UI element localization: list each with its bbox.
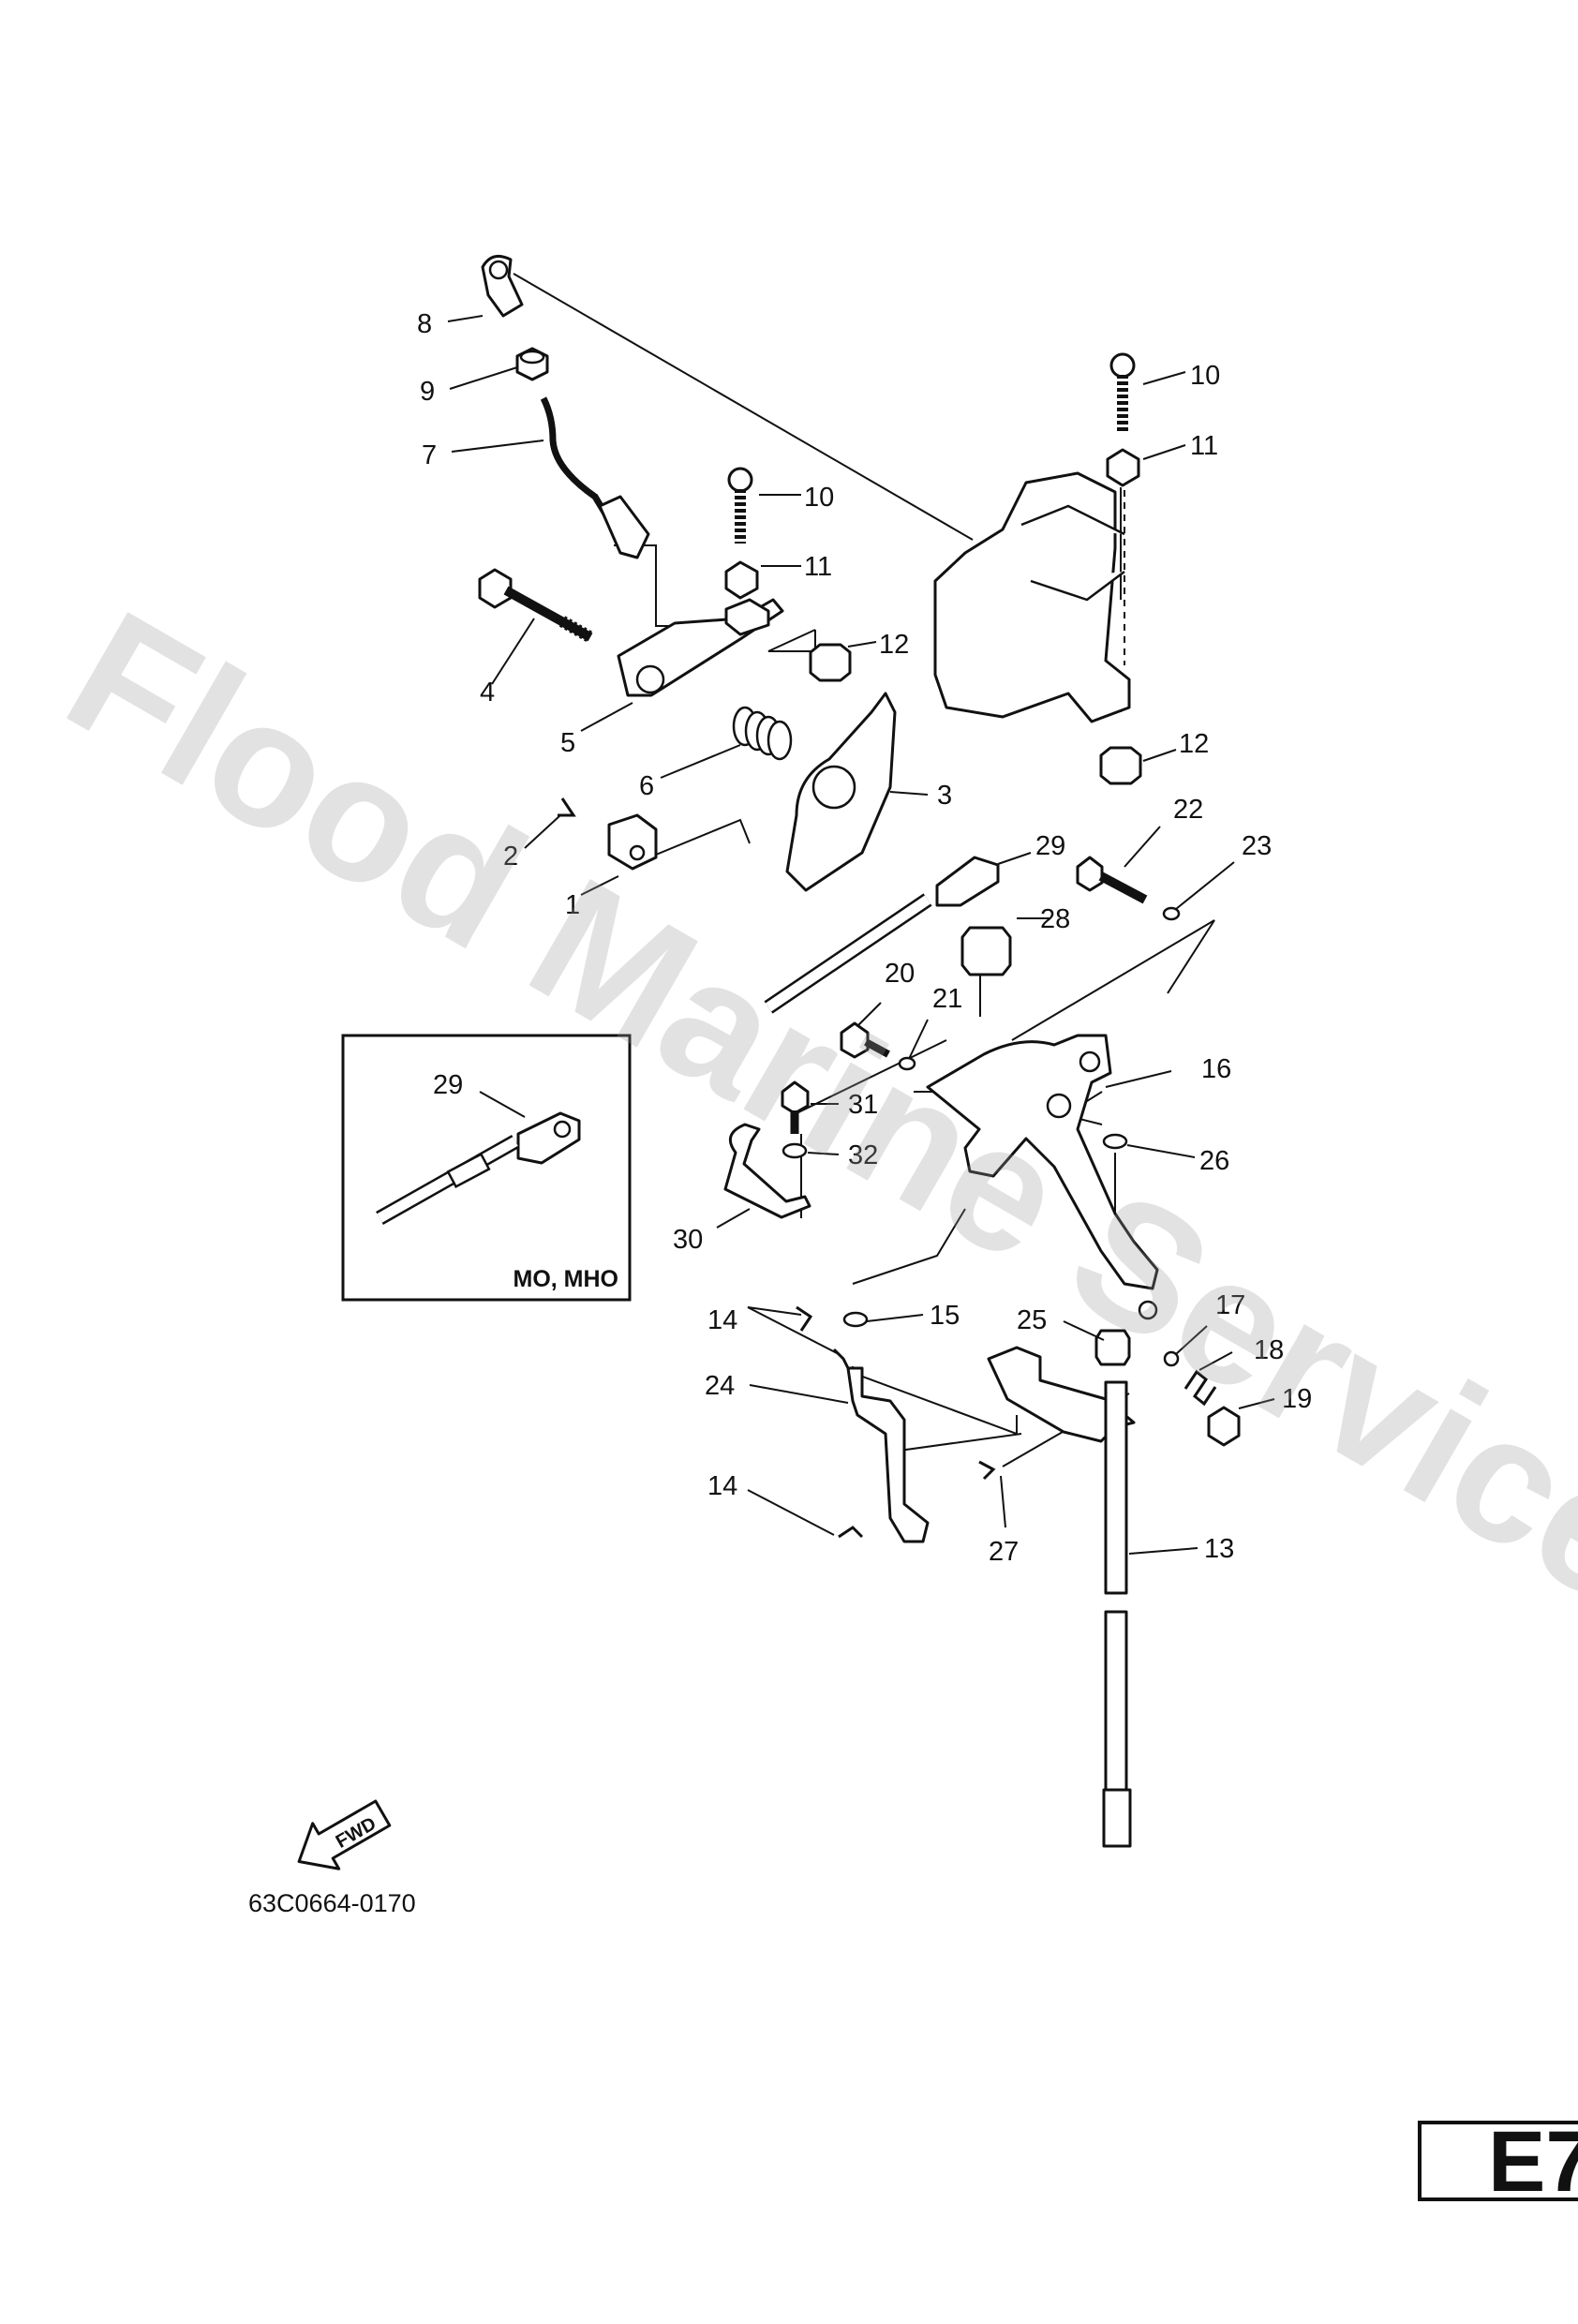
callout-14: 14 <box>707 1305 737 1335</box>
callout-27: 27 <box>989 1537 1019 1567</box>
callout-10: 10 <box>1190 361 1220 391</box>
callout-32: 32 <box>848 1140 878 1170</box>
callout-4: 4 <box>480 678 495 708</box>
callout-17: 17 <box>1215 1290 1245 1320</box>
callout-26: 26 <box>1199 1146 1229 1176</box>
callout-22: 22 <box>1173 795 1203 825</box>
callout-11: 11 <box>804 552 832 582</box>
callout-5: 5 <box>560 728 575 758</box>
page-tag-label: E7 <box>1488 2114 1578 2210</box>
inset-box: 29 MO, MHO <box>341 1034 632 1302</box>
callout-29: 29 <box>433 1070 463 1100</box>
callout-labels: 8 9 7 10 11 10 11 12 12 4 5 6 3 2 1 22 2… <box>417 309 1312 1567</box>
callout-6: 6 <box>639 771 654 801</box>
callout-10: 10 <box>804 483 834 513</box>
parts <box>478 254 1241 1848</box>
callout-12: 12 <box>1179 729 1209 759</box>
page-tag: E7 <box>1418 2114 1578 2210</box>
callout-30: 30 <box>673 1225 703 1255</box>
watermark: Flood Marine Services <box>37 574 1578 1691</box>
callout-2: 2 <box>503 842 518 872</box>
inset-variant-label: MO, MHO <box>514 1266 619 1292</box>
callout-16: 16 <box>1201 1054 1231 1084</box>
callout-7: 7 <box>422 440 437 470</box>
callout-13: 13 <box>1204 1534 1234 1564</box>
callout-14: 14 <box>707 1471 737 1501</box>
callout-19: 19 <box>1282 1384 1312 1414</box>
drawing-code: 63C0664-0170 <box>248 1889 416 1917</box>
callout-8: 8 <box>417 309 432 339</box>
callout-25: 25 <box>1017 1305 1047 1335</box>
callout-21: 21 <box>932 984 962 1014</box>
callout-31: 31 <box>848 1090 878 1120</box>
callout-3: 3 <box>937 781 952 811</box>
fwd-arrow: FWD <box>297 1799 392 1870</box>
callout-11: 11 <box>1190 431 1218 461</box>
callout-9: 9 <box>420 377 435 407</box>
callout-leaders <box>447 315 1275 1555</box>
callout-20: 20 <box>885 959 915 989</box>
callout-15: 15 <box>930 1301 960 1331</box>
callout-23: 23 <box>1242 831 1272 861</box>
callout-28: 28 <box>1040 904 1070 934</box>
callout-1: 1 <box>565 890 580 920</box>
callout-29: 29 <box>1035 831 1065 861</box>
callout-24: 24 <box>705 1371 735 1401</box>
callout-12: 12 <box>879 630 909 660</box>
callout-18: 18 <box>1254 1335 1284 1365</box>
